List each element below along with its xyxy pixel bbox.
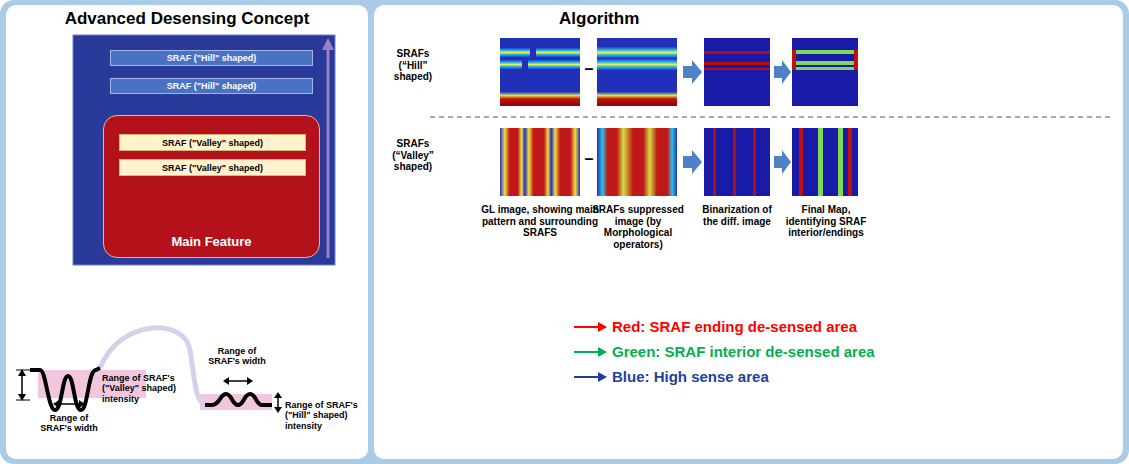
sraf-label: SRAF ("Valley" shaped) (162, 163, 263, 173)
main-feature-box: Main Feature SRAF ("Valley" shaped) SRAF (… (103, 115, 320, 258)
sraf-hill-bar: SRAF ("Hill" shaped) (110, 50, 313, 66)
minus-sign: – (583, 60, 595, 78)
step-caption: SRAFs suppressed image (by Morphological… (592, 204, 684, 250)
sraf-valley-bar: SRAF ("Valley" shaped) (119, 134, 306, 151)
algorithm-panel: Algorithm (374, 5, 1123, 459)
sraf-label: SRAF ("Valley" shaped) (162, 138, 263, 148)
row-label: SRAFs (“Valley” shaped) (384, 138, 442, 173)
panel-heading: Advanced Desensing Concept (6, 5, 368, 29)
step-caption: Final Map, identifying SRAF interior/end… (780, 204, 872, 239)
row-label: SRAFs (“Hill” shaped) (384, 48, 442, 83)
legend-row: Blue: High sense area (574, 368, 769, 385)
legend-arrow (574, 371, 608, 383)
legend-text: Green: SRAF interior de-sensed area (612, 343, 875, 360)
sraf-label: SRAF ("Hill" shaped) (167, 81, 257, 91)
minus-sign: – (583, 150, 595, 168)
main-feature-label: Main Feature (104, 234, 319, 249)
sraf-valley-bar: SRAF ("Valley" shaped) (119, 159, 306, 176)
legend-row: Red: SRAF ending de-sensed area (574, 318, 857, 335)
panel-heading: Algorithm (374, 5, 1123, 29)
legend-arrow (574, 346, 608, 358)
legend-text: Red: SRAF ending de-sensed area (612, 318, 857, 335)
legend-row: Green: SRAF interior de-sensed area (574, 343, 875, 360)
step-caption: GL image, showing main pattern and surro… (478, 204, 602, 239)
legend-text: Blue: High sense area (612, 368, 769, 385)
sraf-label: SRAF ("Hill" shaped) (167, 53, 257, 63)
legend-arrow (574, 321, 608, 333)
range-label: Range of SRAF's ("Hill" shaped) intensit… (285, 400, 365, 431)
sraf-hill-bar: SRAF ("Hill" shaped) (110, 78, 313, 94)
range-label: Range of SRAF's ("Valley" shaped) intens… (102, 373, 178, 404)
range-label: Range of SRAF's width (206, 346, 268, 367)
concept-panel: Advanced Desensing ConceptSRAF ("Hill" s… (6, 5, 368, 459)
step-caption: Binarization of the diff. image (698, 204, 776, 227)
range-label: Range of SRAF's width (40, 413, 98, 434)
